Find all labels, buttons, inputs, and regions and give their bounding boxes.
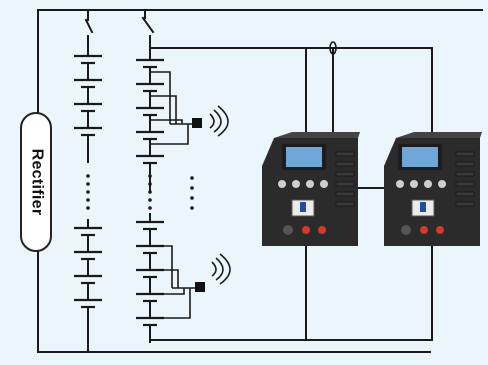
upper-sensor (192, 105, 229, 137)
battery-cell (74, 78, 102, 105)
rectifier-label: Rectifier (28, 148, 46, 216)
battery-cell (74, 298, 102, 325)
battery-cell (74, 126, 102, 153)
string-1-switch (84, 9, 94, 45)
lower-sensor (195, 253, 231, 292)
battery-cell (136, 292, 164, 319)
current-clamp (329, 41, 337, 55)
battery-cell (136, 58, 164, 85)
battery-cell (136, 316, 164, 343)
battery-cell (136, 130, 164, 157)
main-bus (37, 9, 483, 353)
battery-string-1 (74, 43, 102, 353)
sensor-module (192, 118, 202, 128)
battery-cell (74, 250, 102, 277)
battery-cell (136, 220, 164, 247)
battery-cell (74, 274, 102, 301)
device-screen (286, 147, 322, 167)
discharge-tester-1[interactable] (262, 132, 360, 246)
battery-cell (136, 244, 164, 271)
battery-string-2 (136, 47, 164, 343)
battery-cell (74, 102, 102, 129)
cell-monitor-wires (150, 71, 195, 319)
battery-cell (74, 226, 102, 253)
battery-cell (74, 54, 102, 81)
wireless-signal-icon (209, 105, 229, 137)
wireless-signal-icon (211, 253, 231, 285)
discharge-tester-2[interactable] (384, 132, 482, 246)
battery-cell (136, 268, 164, 295)
device-screen (402, 147, 438, 167)
device-wires (305, 41, 433, 341)
battery-cell (136, 82, 164, 109)
ellipsis-dots (86, 174, 194, 210)
string-2-switch (141, 9, 155, 49)
battery-cell (136, 106, 164, 133)
rectifier-block: Rectifier (20, 112, 52, 252)
sensor-module (195, 282, 205, 292)
